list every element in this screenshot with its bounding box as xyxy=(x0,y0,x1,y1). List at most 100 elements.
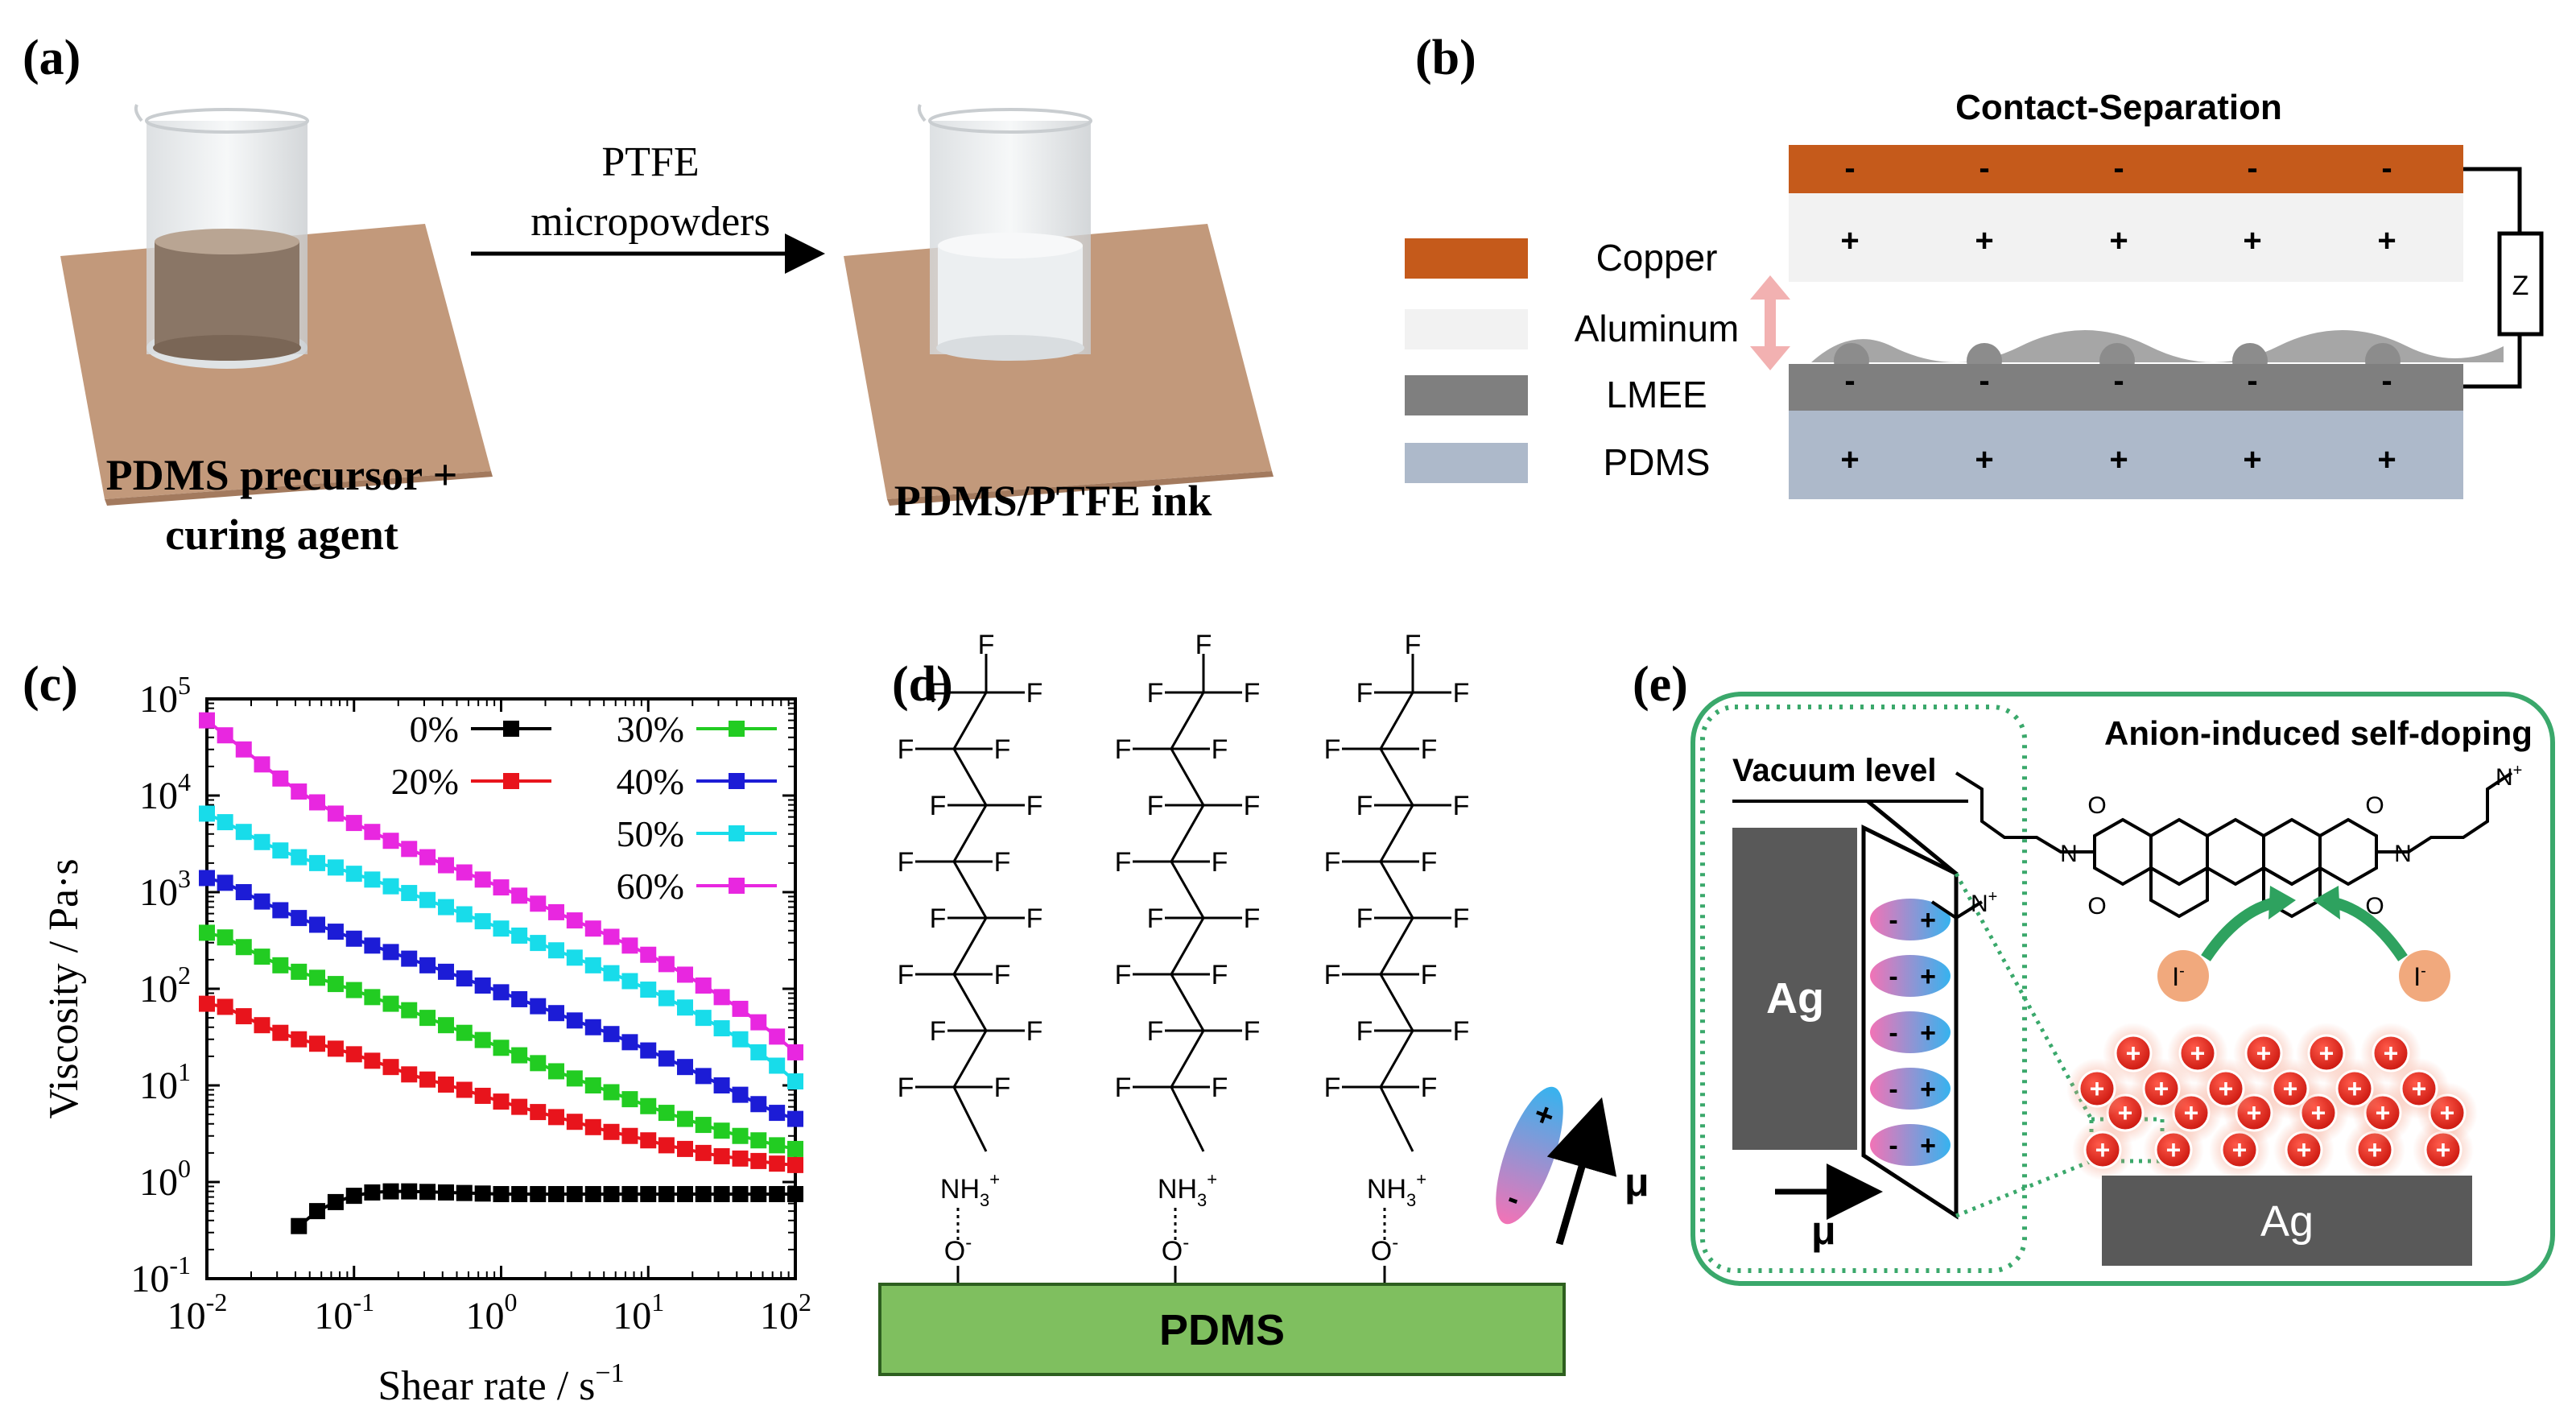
svg-text:-: - xyxy=(2247,151,2257,186)
data-point xyxy=(695,977,712,994)
data-point xyxy=(401,1002,418,1019)
data-point xyxy=(217,814,233,831)
fluorine-atom: F xyxy=(1195,630,1212,660)
data-point xyxy=(382,995,399,1012)
fluorine-atom: F xyxy=(1421,734,1438,765)
data-point xyxy=(419,1010,436,1027)
data-point xyxy=(199,805,215,822)
fluorine-atom: F xyxy=(930,791,947,821)
fluorine-atom: F xyxy=(1147,903,1164,934)
fluorine-atom: F xyxy=(930,678,947,709)
fluorine-atom: F xyxy=(1356,903,1373,934)
panel-b-title: Contact-Separation xyxy=(1955,88,2282,127)
fluorine-atom: F xyxy=(1324,847,1341,878)
data-point xyxy=(530,895,547,912)
data-point xyxy=(530,1185,547,1202)
data-point xyxy=(713,1147,730,1164)
data-point xyxy=(658,990,675,1006)
svg-text:O: O xyxy=(2087,893,2106,920)
pdi-atom-labels: O O O O N N xyxy=(2060,792,2412,920)
data-point xyxy=(511,927,528,944)
data-point xyxy=(291,1217,308,1234)
data-point xyxy=(621,1091,638,1108)
data-point xyxy=(419,957,436,973)
data-point xyxy=(364,1052,381,1069)
fluorine-atom: F xyxy=(994,960,1011,990)
data-point xyxy=(456,906,473,923)
svg-text:+: + xyxy=(1840,223,1859,258)
cation: + xyxy=(2344,1119,2405,1180)
svg-text:+: + xyxy=(1975,442,1993,477)
data-point xyxy=(327,859,344,876)
svg-text:+: + xyxy=(1920,905,1936,936)
data-point xyxy=(235,939,252,956)
svg-text:+: + xyxy=(2166,1135,2182,1164)
data-point xyxy=(658,1105,675,1122)
svg-text:+: + xyxy=(2184,1098,2199,1127)
legend-swatch-pdms xyxy=(1405,443,1528,483)
data-point xyxy=(547,1005,564,1022)
svg-text:I-: I- xyxy=(2172,962,2185,991)
svg-text:+: + xyxy=(2319,1039,2334,1068)
svg-text:-: - xyxy=(2247,363,2257,399)
data-point xyxy=(713,1185,730,1202)
data-point xyxy=(456,1024,473,1041)
svg-text:-: - xyxy=(1844,363,1855,399)
data-point xyxy=(217,874,233,891)
load-resistor xyxy=(2497,231,2544,337)
panel-a: (a) PTFE micropowders PDM xyxy=(23,31,1274,559)
data-point xyxy=(456,864,473,881)
fluorine-atom: F xyxy=(1244,903,1261,934)
data-point xyxy=(254,833,270,850)
fluorine-atom: F xyxy=(1115,1073,1132,1103)
svg-text:+: + xyxy=(2232,1135,2248,1164)
data-point xyxy=(474,977,491,994)
vacuum-level-label: Vacuum level xyxy=(1732,753,1936,788)
fluorine-atom: F xyxy=(898,847,914,878)
data-point xyxy=(566,1114,583,1130)
data-point xyxy=(493,984,510,1001)
data-point xyxy=(345,982,362,998)
data-point xyxy=(419,1184,436,1201)
fluorine-atom: F xyxy=(898,960,914,990)
svg-text:O: O xyxy=(2365,893,2384,920)
data-point xyxy=(547,903,564,920)
svg-text:-: - xyxy=(2113,363,2124,399)
svg-text:-: - xyxy=(1979,363,1989,399)
data-point xyxy=(291,910,308,927)
x-tick-label: 100 xyxy=(466,1288,518,1337)
svg-text:+: + xyxy=(2384,1039,2399,1068)
inset-mu-symbol: μ xyxy=(1811,1208,1836,1253)
data-point xyxy=(640,1097,657,1114)
legend-marker xyxy=(503,773,519,789)
cation: + xyxy=(2103,1023,2164,1084)
data-point xyxy=(438,899,455,916)
data-point xyxy=(364,871,381,888)
ammonium-left: N+ xyxy=(1971,888,1997,917)
fluorine-atom: F xyxy=(1115,847,1132,878)
data-point xyxy=(254,893,270,910)
svg-text:-: - xyxy=(1889,905,1897,936)
cation: + xyxy=(2167,1023,2228,1084)
data-point xyxy=(787,1140,803,1157)
fluorine-atom: F xyxy=(1324,1073,1341,1103)
data-point xyxy=(750,1044,767,1060)
data-point xyxy=(640,1132,657,1149)
svg-text:-: - xyxy=(2381,151,2392,186)
data-point xyxy=(658,956,675,973)
data-point xyxy=(272,957,289,973)
legend-marker xyxy=(729,878,745,894)
data-point xyxy=(547,1063,564,1080)
data-point xyxy=(695,1144,712,1161)
data-point xyxy=(547,942,564,959)
fluorine-atom: F xyxy=(1453,791,1470,821)
data-point xyxy=(603,1185,620,1202)
data-point xyxy=(603,928,620,945)
fluorine-atom: F xyxy=(978,630,995,660)
data-point xyxy=(584,1118,601,1135)
fluorine-atom: F xyxy=(994,1073,1011,1103)
data-point xyxy=(732,1086,749,1103)
fluorine-atom: F xyxy=(1356,678,1373,709)
